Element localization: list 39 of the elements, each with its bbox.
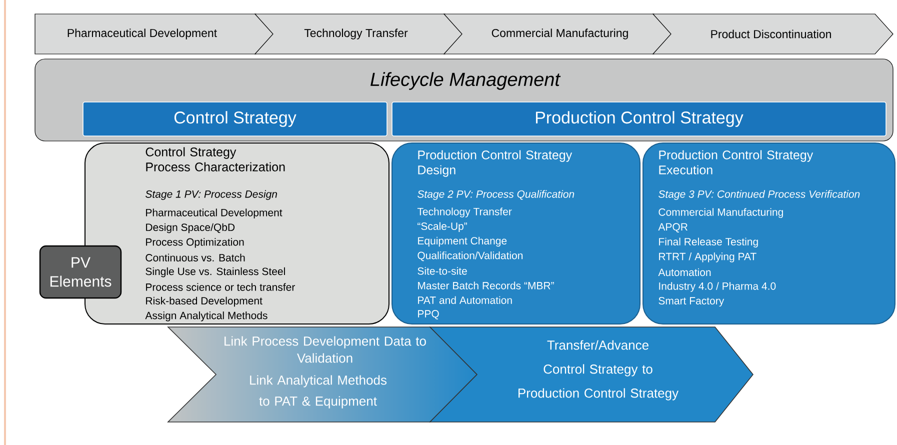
list-item: RTRT / Applying PAT	[659, 252, 756, 262]
list-item: Qualification/Validation	[418, 252, 523, 262]
step-banner: Link Process Development Data to Validation Link Analytical Methods to PAT & Equipment	[167, 326, 478, 422]
list-item: Pharmaceutical Development	[146, 208, 282, 218]
list-item: Automation	[658, 268, 711, 276]
box-heading: Production Control Strategy Execution	[659, 150, 814, 174]
step-banner: Transfer/Advance Control Strategy to Production Control Strategy	[429, 326, 754, 422]
strategy-bar: Control Strategy	[82, 102, 388, 136]
stage-title: Stage 2 PV: Process Qualification	[418, 190, 574, 200]
phase-box: Commercial Manufacturing	[443, 14, 672, 54]
strategy-bar: Production Control Strategy	[392, 102, 886, 136]
list-item: Process science or tech transfer	[146, 283, 295, 291]
node-label: Product Discontinuation	[711, 30, 831, 38]
stage-title: Stage 3 PV: Continued Process Verification	[658, 190, 860, 200]
phase-box: Product Discontinuation	[652, 14, 894, 54]
phase-box: Technology Transfer	[254, 14, 464, 54]
phase-box: Pharmaceutical Development	[34, 14, 274, 54]
list-item: Continuous vs. Batch	[146, 254, 245, 262]
list-item: APQR	[658, 223, 688, 232]
list-item: Design Space/QbD	[146, 223, 235, 234]
list-item: PAT and Automation	[418, 296, 512, 304]
list-item: “Scale-Up”	[418, 222, 467, 232]
list-item: Commercial Manufacturing	[658, 208, 783, 218]
box-heading: Control Strategy Process Characterization	[146, 147, 285, 172]
list-item: Process Optimization	[146, 238, 244, 248]
list-item: Single Use vs. Stainless Steel	[146, 267, 285, 278]
list-item: Risk-based Development	[146, 296, 262, 307]
list-item: Industry 4.0 / Pharma 4.0	[659, 282, 776, 292]
list-item: Equipment Change	[418, 236, 507, 247]
list-item: Technology Transfer	[417, 208, 512, 218]
list-item: PPQ	[418, 310, 439, 320]
list-item: Final Release Testing	[659, 238, 758, 248]
list-item: Smart Factory	[658, 297, 724, 307]
list-item: Master Batch Records “MBR”	[418, 282, 554, 290]
list-item: Site-to-site	[418, 267, 467, 275]
stage-title: Stage 1 PV: Process Design	[146, 190, 277, 200]
box-heading: Production Control Strategy Design	[418, 150, 572, 177]
list-item: Assign Analytical Methods	[145, 312, 268, 322]
label-box: PV Elements	[39, 245, 122, 299]
